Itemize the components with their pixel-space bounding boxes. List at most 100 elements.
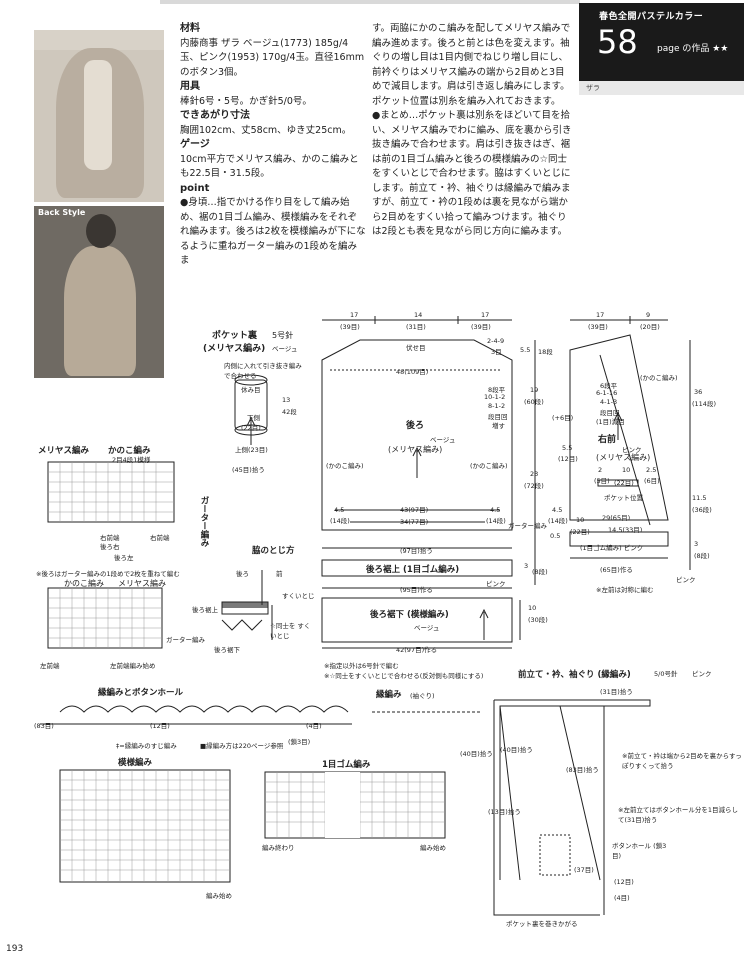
back-h60: (60段) [524, 398, 544, 406]
rib-start: 編み始め [420, 844, 446, 852]
front-kanoko: (かのこ編み) [640, 374, 678, 382]
back-title: 後ろ [406, 421, 425, 431]
front-w2s: (20目) [640, 323, 660, 331]
back-pick97: (97目)拾う [400, 547, 433, 555]
front-left-note: ※左前は対称に編む [596, 586, 654, 594]
materials-heading: 材料 [180, 23, 200, 34]
front-short: (+6目) [552, 414, 574, 422]
front-pocket: ポケット位置 [604, 494, 643, 502]
front-border-color: ピンク [692, 670, 712, 678]
back-h8: (8段) [532, 568, 548, 576]
front-r22: (22目) [614, 479, 634, 487]
back-pick95: (95目)作る [400, 586, 433, 594]
pocket-h2: 42段 [282, 408, 297, 416]
front-dec4: 段目回 [600, 409, 620, 417]
front-h12: (12目) [558, 455, 578, 463]
border-note2: ■縁編み方は220ページ参照 [200, 742, 284, 750]
fb-13: (13目)拾う [488, 808, 521, 816]
point-body: ●身頃…指でかける作り目をして編み始め、裾の1目ゴム編み、模様編みをそれぞれ編み… [180, 197, 366, 266]
front-h8: (8段) [694, 552, 710, 560]
front-r29: 29(65目) [602, 514, 631, 522]
gauge-heading: ゲージ [180, 139, 210, 150]
page-number: 58 [597, 23, 638, 61]
gauge-text: 10cm平方でメリヤス編み、かのこ編みとも22.5目・31.5段。 [180, 153, 359, 180]
back-pick42: 42(97目)作る [396, 646, 438, 654]
materials-text: 内藤商事 ザラ ベージュ(1773) 185g/4玉、ピンク(1953) 170… [180, 37, 365, 78]
front-r6: (6目) [644, 477, 660, 485]
yarn-tag: ザラ [586, 84, 600, 92]
front-title: 右前 [598, 435, 617, 445]
back-top-note: 伏せ目 [406, 344, 426, 352]
back-w2s: (31目) [406, 323, 426, 331]
front-body-outline [569, 334, 669, 521]
pattern-start: 編み始め [206, 892, 232, 900]
front-color: ピンク [622, 446, 642, 454]
fb-37: (37目) [574, 866, 594, 874]
back-h19: 19 [530, 386, 539, 394]
front-border-title: 前立て・衿、袖ぐり (縁編み) [518, 670, 631, 680]
front-pink: ピンク [676, 576, 696, 584]
side-title: 脇のとじ方 [252, 546, 295, 556]
front-h115: 11.5 [692, 494, 707, 502]
tools-heading: 用具 [180, 81, 200, 92]
size-text: 胸囲102cm、丈58cm、ゆき丈25cm。 [180, 124, 352, 136]
side-hem-bottom: 後ろ裾下 [214, 646, 240, 654]
series-title: 春色全開パステルカラー [599, 12, 704, 22]
front-pick65: (65目)作る [600, 566, 633, 574]
col2-text2: ●まとめ…ポケット裏は別糸をほどいて目を拾い、メリヤス編みでわに編み、底を裏から… [372, 110, 572, 237]
edge-title: 縁編み [376, 690, 402, 700]
back-row43: 43(97目) [400, 506, 429, 514]
front-r145: 14.5(33目) [608, 526, 643, 534]
chart1b-left: 左前端 [40, 662, 60, 670]
pocket-title: ポケット裏 [212, 331, 258, 341]
border-title: 縁編みとボタンホール [98, 688, 184, 698]
fb-83: (83目)拾う [566, 766, 599, 774]
back-kanoko-left: (かのこ編み) [326, 462, 364, 470]
pattern-title: 模様編み [118, 758, 153, 768]
front-w1: 17 [596, 311, 605, 319]
fb-pocket: ポケット裏を巻きかがる [506, 920, 578, 928]
back-h45b: 4.5 [490, 506, 501, 514]
front-r25: 2.5 [646, 466, 657, 474]
back-kanoko-right: (かのこ編み) [470, 462, 508, 470]
back-w1: 17 [350, 311, 359, 319]
rib-end: 編み終わり [262, 844, 295, 852]
pocket-top: 上側(23目) [235, 446, 268, 454]
back-h18: 18段 [538, 348, 553, 356]
border-83: (83目) [34, 722, 54, 730]
front-border-outline [494, 699, 651, 880]
back-h45a: 4.5 [334, 506, 345, 514]
note-2: ※☆同士をすくいとじで合わせる(反対側も同様にする) [324, 672, 484, 680]
chart1-back-right: 後ろ右 [100, 543, 120, 551]
fb-btn: ボタンホール (鎖3目) [612, 842, 667, 860]
back-hem-top-rect [321, 559, 513, 577]
front-dec3: 4-1-3 [600, 398, 618, 406]
front-hem: (1目ゴム編み) ピンク [580, 544, 644, 552]
point-heading: point [180, 182, 210, 194]
back-row48: 48(109目) [396, 368, 429, 376]
chart1b-start: 左前端編み始め [110, 662, 156, 670]
back-inc4: 段目回 [488, 413, 508, 421]
front-h36s: (36段) [692, 506, 712, 514]
border-4: (4目) [306, 722, 322, 730]
chart1-repeat: 2目4段1模様 [112, 456, 151, 464]
front-r5: (5目) [594, 477, 610, 485]
back-garter: ガーター編み [508, 522, 547, 530]
front-dec2: 6-1-16 [596, 389, 618, 397]
side-back: 後ろ [236, 570, 249, 578]
back-inc5: 増す [492, 422, 505, 430]
back-inc2: 10-1-2 [484, 393, 506, 401]
chart1b-title2: メリヤス編み [118, 579, 166, 588]
front-r2: 2 [598, 466, 603, 474]
fb-40a: (40目)拾う [460, 750, 493, 758]
fb-note1: ※前立て・衿は端から2目めを裏からすっぽりすくって拾う [622, 752, 742, 770]
header-strip [579, 81, 744, 95]
tools-text: 棒針6号・5号。かぎ針5/0号。 [180, 95, 312, 107]
chart1-note: ※後ろはガーター編みの1段めで2枚を重ねて編む [36, 570, 180, 578]
pocket-pick: (45目)拾う [232, 466, 265, 474]
front-h55: 5.5 [562, 444, 573, 452]
page-suffix: page の作品 ★★ [657, 44, 729, 54]
front-hem-rect [569, 531, 669, 547]
chart1-back-left: 後ろ左 [114, 554, 134, 562]
